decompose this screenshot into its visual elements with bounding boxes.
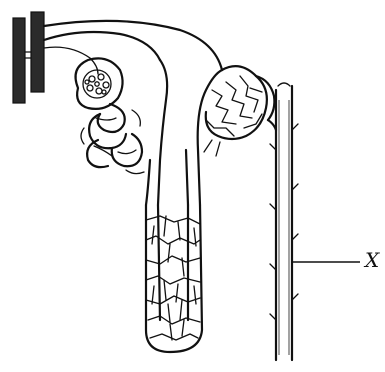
peritubular-vessel-top [44, 21, 222, 70]
descending-limb-outer [158, 60, 167, 205]
efferent-arteriole [44, 32, 160, 60]
distal-convoluted-tubule [204, 66, 276, 156]
descending-limb-inner [146, 160, 150, 205]
vessel-connector [25, 52, 31, 58]
ascending-limb [198, 70, 222, 205]
collecting-duct-cap [278, 83, 290, 86]
loop-descending-wall [158, 205, 160, 320]
vasa-recta-mesh [146, 216, 200, 340]
renal-artery [13, 18, 25, 103]
loop-of-henle [146, 205, 202, 352]
blood-vessels [13, 12, 44, 103]
glomerulus [83, 70, 111, 98]
ascending-limb-inner [186, 150, 188, 205]
renal-vein [31, 12, 44, 92]
label-x: X [365, 248, 379, 272]
bowmans-capsule [76, 58, 123, 109]
proximal-convoluted-tubule [81, 104, 144, 174]
